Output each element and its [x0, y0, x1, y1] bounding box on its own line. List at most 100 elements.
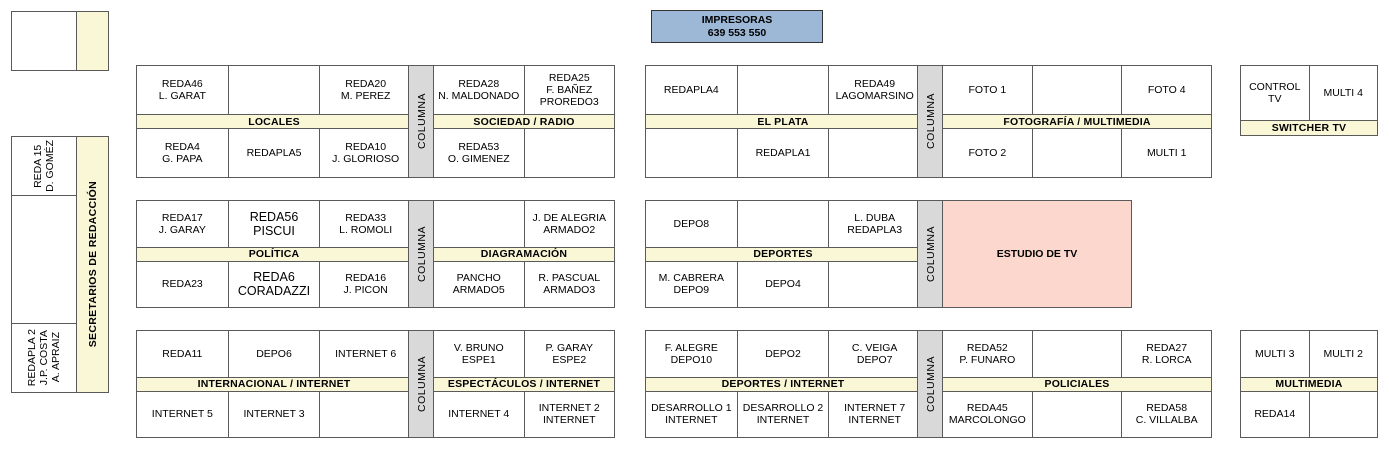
cell-politica-t3[interactable]: REDA33 L. ROMOLI — [320, 201, 412, 247]
cell-foto-t1[interactable]: FOTO 1 — [943, 66, 1033, 114]
cell-sociedad-t1[interactable]: REDA28 N. MALDONADO — [434, 66, 525, 114]
cell-deportes-b2[interactable]: DEPO4 — [737, 261, 830, 307]
cell-locales-b1[interactable]: REDA4 G. PAPA — [137, 129, 229, 177]
columna-strip-5: COLUMNA — [408, 330, 436, 438]
cell-elplata-t2[interactable] — [737, 66, 830, 114]
cell-deportes-t3[interactable]: L. DUBA REDAPLA3 — [829, 201, 921, 247]
cell-switcher-t2[interactable]: MULTI 4 — [1309, 66, 1377, 120]
cell-elplata-t1[interactable]: REDAPLA4 — [646, 66, 738, 114]
sidebar-cell-3[interactable]: REDAPLA 2 J.P. COSTA A. APRAIZ — [12, 324, 76, 392]
cell-internacional-t2[interactable]: DEPO6 — [228, 331, 321, 377]
cell-espectaculos-t2[interactable]: P. GARAY ESPE2 — [524, 331, 614, 377]
columna-label-2: COLUMNA — [925, 93, 937, 150]
group-multimedia-top-row: MULTI 3 MULTI 2 — [1241, 331, 1377, 377]
cell-locales-t3[interactable]: REDA20 M. PEREZ — [320, 66, 412, 114]
columna-strip-1: COLUMNA — [408, 65, 436, 178]
cell-deportes-b3[interactable] — [829, 261, 921, 307]
cell-diagramacion-t1[interactable] — [434, 201, 525, 247]
cell-locales-t2[interactable] — [228, 66, 321, 114]
cell-multimedia-t1[interactable]: MULTI 3 — [1241, 331, 1310, 377]
group-sociedad-top-row: REDA28 N. MALDONADO REDA25 F. BAÑEZ PROR… — [434, 66, 614, 114]
empty-top-box-cell[interactable] — [12, 12, 76, 70]
cell-elplata-b1[interactable] — [646, 129, 738, 177]
group-el-plata-top-row: REDAPLA4 REDA49 LAGOMARSINO — [646, 66, 921, 114]
sidebar-cell-2[interactable] — [12, 196, 76, 324]
cell-politica-b1[interactable]: REDA23 — [137, 261, 229, 307]
group-policiales-bottom-row: REDA45 MARCOLONGO REDA58 C. VILLALBA — [943, 391, 1212, 437]
cell-sociedad-b1[interactable]: REDA53 O. GIMENEZ — [434, 129, 525, 177]
cell-deportes-internet-t2[interactable]: DEPO2 — [737, 331, 830, 377]
cell-internacional-t3[interactable]: INTERNET 6 — [320, 331, 412, 377]
columna-strip-3: COLUMNA — [408, 200, 436, 308]
cell-elplata-t3[interactable]: REDA49 LAGOMARSINO — [829, 66, 921, 114]
cell-espectaculos-t1[interactable]: V. BRUNO ESPE1 — [434, 331, 525, 377]
cell-internacional-b2[interactable]: INTERNET 3 — [228, 391, 321, 437]
columna-strip-2: COLUMNA — [917, 65, 945, 178]
group-el-plata-bottom-row: REDAPLA1 — [646, 129, 921, 177]
cell-policiales-t2[interactable] — [1032, 331, 1123, 377]
cell-deportes-t2[interactable] — [737, 201, 830, 247]
cell-locales-t1[interactable]: REDA46 L. GARAT — [137, 66, 229, 114]
cell-policiales-b2[interactable] — [1032, 391, 1123, 437]
cell-internacional-t1[interactable]: REDA11 — [137, 331, 229, 377]
cell-multimedia-b1[interactable]: REDA14 — [1241, 391, 1310, 437]
cell-elplata-b2[interactable]: REDAPLA1 — [737, 129, 830, 177]
cell-politica-t1[interactable]: REDA17 J. GARAY — [137, 201, 229, 247]
estudio-de-tv[interactable]: ESTUDIO DE TV — [942, 200, 1132, 308]
cell-foto-b1[interactable]: FOTO 2 — [943, 129, 1033, 177]
sidebar-cells: REDA 15 D. GOMÉZ REDAPLA 2 J.P. COSTA A.… — [12, 137, 76, 392]
group-switcher-top-row: CONTROL TV MULTI 4 — [1241, 66, 1377, 120]
cell-sociedad-t2[interactable]: REDA25 F. BAÑEZ PROREDO3 — [524, 66, 614, 114]
cell-locales-b2[interactable]: REDAPLA5 — [228, 129, 321, 177]
cell-deportes-internet-t1[interactable]: F. ALEGRE DEPO10 — [646, 331, 738, 377]
cell-policiales-t3[interactable]: REDA27 R. LORCA — [1122, 331, 1212, 377]
group-espectaculos-internet: V. BRUNO ESPE1 P. GARAY ESPE2 ESPECTÁCUL… — [433, 330, 615, 438]
cell-deportes-internet-b3[interactable]: INTERNET 7 INTERNET — [829, 391, 921, 437]
columna-strip-4: COLUMNA — [917, 200, 945, 308]
group-sociedad-bottom-row: REDA53 O. GIMENEZ — [434, 129, 614, 177]
cell-foto-t2[interactable] — [1032, 66, 1123, 114]
label-switcher-tv: SWITCHER TV — [1241, 120, 1377, 135]
cell-deportes-internet-b2[interactable]: DESARROLLO 2 INTERNET — [737, 391, 830, 437]
sidebar-secretarios-redaccion: REDA 15 D. GOMÉZ REDAPLA 2 J.P. COSTA A.… — [11, 136, 109, 393]
cell-deportes-t1[interactable]: DEPO8 — [646, 201, 738, 247]
cell-policiales-t1[interactable]: REDA52 P. FUNARO — [943, 331, 1033, 377]
cell-switcher-t1[interactable]: CONTROL TV — [1241, 66, 1310, 120]
cell-politica-b2[interactable]: REDA6 CORADAZZI — [228, 261, 321, 307]
group-diagramacion: J. DE ALEGRIA ARMADO2 DIAGRAMACIÓN PANCH… — [433, 200, 615, 308]
cell-policiales-b3[interactable]: REDA58 C. VILLALBA — [1122, 391, 1212, 437]
group-deportes-bottom-row: M. CABRERA DEPO9 DEPO4 — [646, 261, 921, 307]
cell-internacional-b3[interactable] — [320, 391, 412, 437]
cell-espectaculos-b2[interactable]: INTERNET 2 INTERNET — [524, 391, 614, 437]
cell-multimedia-b2[interactable] — [1309, 391, 1377, 437]
cell-locales-b3[interactable]: REDA10 J. GLORIOSO — [320, 129, 412, 177]
cell-foto-t3[interactable]: FOTO 4 — [1122, 66, 1212, 114]
cell-foto-b2[interactable] — [1032, 129, 1123, 177]
cell-espectaculos-b1[interactable]: INTERNET 4 — [434, 391, 525, 437]
sidebar-cell-1[interactable]: REDA 15 D. GOMÉZ — [12, 137, 76, 196]
columna-label-5: COLUMNA — [416, 355, 428, 412]
label-multimedia: MULTIMEDIA — [1241, 376, 1377, 392]
cell-elplata-b3[interactable] — [829, 129, 921, 177]
printers-banner[interactable]: IMPRESORAS 639 553 550 — [651, 10, 823, 43]
cell-politica-t2[interactable]: REDA56 PISCUI — [228, 201, 321, 247]
cell-foto-b3[interactable]: MULTI 1 — [1122, 129, 1212, 177]
group-deportes-internet: F. ALEGRE DEPO10 DEPO2 C. VEIGA DEPO7 DE… — [645, 330, 921, 438]
cell-policiales-b1[interactable]: REDA45 MARCOLONGO — [943, 391, 1033, 437]
cell-multimedia-t2[interactable]: MULTI 2 — [1309, 331, 1377, 377]
cell-internacional-b1[interactable]: INTERNET 5 — [137, 391, 229, 437]
cell-politica-b3[interactable]: REDA16 J. PICON — [320, 261, 412, 307]
sidebar-cell-3-label: REDAPLA 2 J.P. COSTA A. APRAIZ — [26, 329, 62, 387]
cell-diagramacion-b2[interactable]: R. PASCUAL ARMADO3 — [524, 261, 614, 307]
group-espectaculos-bottom-row: INTERNET 4 INTERNET 2 INTERNET — [434, 391, 614, 437]
cell-deportes-b1[interactable]: M. CABRERA DEPO9 — [646, 261, 738, 307]
group-diagramacion-top-row: J. DE ALEGRIA ARMADO2 — [434, 201, 614, 247]
cell-sociedad-b2[interactable] — [524, 129, 614, 177]
group-fotografia-top-row: FOTO 1 FOTO 4 — [943, 66, 1212, 114]
cell-diagramacion-b1[interactable]: PANCHO ARMADO5 — [434, 261, 525, 307]
estudio-de-tv-label: ESTUDIO DE TV — [996, 248, 1078, 260]
cell-deportes-internet-t3[interactable]: C. VEIGA DEPO7 — [829, 331, 921, 377]
cell-deportes-internet-b1[interactable]: DESARROLLO 1 INTERNET — [646, 391, 738, 437]
columna-label-1: COLUMNA — [416, 93, 428, 150]
cell-diagramacion-t2[interactable]: J. DE ALEGRIA ARMADO2 — [524, 201, 614, 247]
